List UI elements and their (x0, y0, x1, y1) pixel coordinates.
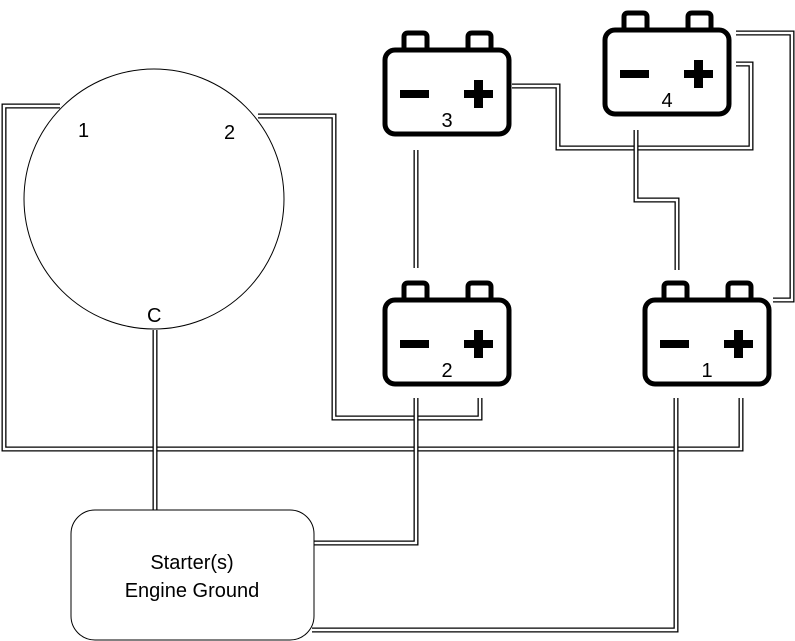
battery-1: 1 (642, 280, 772, 387)
wire-battery4-to-battery1 (633, 130, 680, 270)
plus-icon-vertical (694, 60, 703, 88)
battery-2: 2 (382, 280, 512, 387)
battery-label: 3 (441, 110, 452, 132)
positive-terminal-post (465, 280, 494, 300)
minus-icon (660, 340, 689, 348)
starter-label: Starter(s) (150, 552, 233, 574)
wire-battery4-to-battery1-right (736, 30, 795, 303)
minus-icon (400, 340, 429, 348)
minus-icon (620, 70, 649, 78)
wire-battery3-positive-to-battery4-positive (512, 61, 754, 151)
wire-battery1-negative-to-starter (312, 398, 679, 633)
battery-label: 4 (661, 90, 672, 112)
batteries: 1 2 3 4 (382, 10, 772, 387)
battery-body (382, 47, 512, 137)
engine-ground-label: Engine Ground (125, 580, 260, 602)
starter-box: Starter(s) Engine Ground (70, 509, 315, 641)
negative-terminal-post (621, 10, 650, 30)
wire-battery2-negative-to-starter (314, 398, 419, 546)
battery-switch: 1 2 C (23, 68, 285, 330)
battery-label: 1 (701, 360, 712, 382)
plus-icon-vertical (474, 330, 483, 358)
battery-body (602, 27, 732, 117)
battery-3: 3 (382, 30, 512, 137)
battery-body (382, 297, 512, 387)
positive-terminal-post (685, 10, 714, 30)
wire-switch2-to-battery2-positive (258, 113, 483, 421)
wires (1, 30, 795, 633)
positive-terminal-post (725, 280, 754, 300)
switch-terminal-1-label: 1 (78, 120, 89, 142)
plus-icon-vertical (734, 330, 743, 358)
negative-terminal-post (401, 30, 430, 50)
battery-label: 2 (441, 360, 452, 382)
minus-icon (400, 90, 429, 98)
switch-terminal-c-label: C (147, 305, 161, 327)
negative-terminal-post (401, 280, 430, 300)
starter-box-frame (70, 509, 315, 641)
positive-terminal-post (465, 30, 494, 50)
battery-body (642, 297, 772, 387)
plus-icon-vertical (474, 80, 483, 108)
wire-switch1-to-battery1-positive (1, 103, 744, 452)
switch-circle (23, 68, 285, 330)
switch-terminal-2-label: 2 (224, 122, 235, 144)
battery-4: 4 (602, 10, 732, 117)
negative-terminal-post (661, 280, 690, 300)
